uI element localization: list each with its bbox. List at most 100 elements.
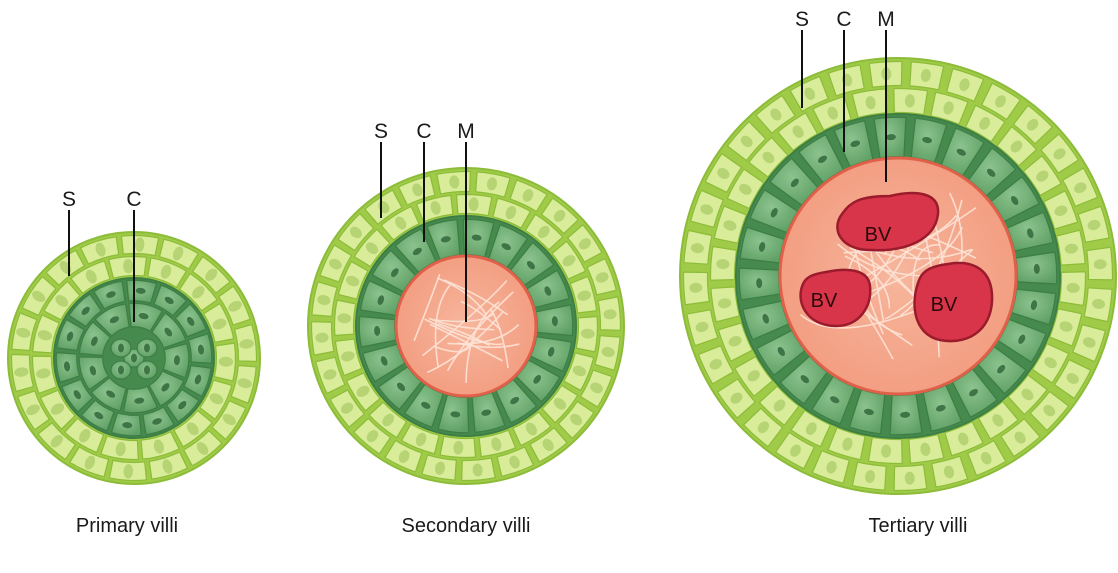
cell-nucleus [317,294,331,306]
cell-nucleus [690,243,704,254]
blood-vessel [836,191,940,252]
cell-nucleus [471,234,482,241]
cell-nucleus [349,226,362,239]
cell-nucleus [172,246,184,261]
cell-nucleus [1026,118,1039,131]
cell-nucleus [943,465,955,479]
cell-nucleus [1066,282,1080,293]
cell-nucleus [450,411,461,418]
cell-nucleus [920,442,931,456]
cell-nucleus [415,432,427,447]
mesoderm-fiber [447,324,519,345]
cell-nucleus [881,444,892,458]
cell-nucleus [958,432,969,446]
cell-nucleus [135,287,146,294]
cell-nucleus [162,459,173,474]
cell-nucleus [440,236,451,243]
cell-nucleus [412,247,422,256]
cell-nucleus [395,216,407,230]
cell-nucleus [922,136,933,144]
cell-nucleus [804,87,816,100]
cell-nucleus [122,422,133,429]
primary-villus [7,231,261,485]
cell-nucleus [398,450,410,463]
cell-nucleus [900,411,911,418]
cell-nucleus [337,313,352,324]
cell-nucleus [505,205,517,220]
cell-nucleus [55,295,69,307]
cell-nucleus [542,438,554,452]
cell-nucleus [577,290,591,301]
cell-nucleus [228,300,242,312]
blood-vessel [913,261,994,343]
mesoderm-fiber [422,280,508,356]
mesoderm-fiber [490,308,509,369]
cell-nucleus [570,413,583,426]
cell-nucleus [578,238,592,250]
cell-nucleus [762,151,775,164]
cell-nucleus [773,399,786,412]
cell-nucleus [152,418,162,425]
cell-nucleus [935,405,946,412]
cell-nucleus [430,201,441,215]
cell-nucleus [380,356,388,366]
cell-nucleus [192,285,205,299]
cell-nucleus [979,117,991,130]
cell-nucleus [728,336,742,347]
cell-nucleus [486,177,498,191]
cell-nucleus [196,442,209,455]
cell-nucleus [212,318,227,330]
cell-nucleus [904,94,915,108]
cell-nucleus [1092,298,1106,309]
cell-nucleus [777,347,786,357]
tertiary-label-c: C [836,8,851,31]
cell-nucleus [365,242,379,255]
cell-nucleus [345,275,360,287]
cell-nucleus [718,298,732,309]
cell-nucleus [595,272,609,283]
cell-nucleus [1014,431,1026,444]
cell-nucleus [106,291,116,298]
cell-nucleus [562,255,576,267]
mesoderm-fiber [447,291,514,371]
cell-nucleus [533,375,542,384]
mesoderm-fibers [413,274,520,384]
cell-nucleus [526,260,536,270]
cell-nucleus [695,321,709,333]
cell-nucleus [173,355,180,366]
cell-nucleus [14,367,29,377]
cell-nucleus [95,242,106,257]
cell-nucleus [382,413,395,427]
cell-nucleus [187,316,195,326]
mesoderm-fiber [465,301,500,384]
cell-nucleus [209,393,224,405]
cell-nucleus [830,396,840,404]
caption-primary-villi: Primary villi [76,515,178,537]
cell-nucleus [79,429,91,443]
cell-nucleus [16,327,31,338]
cell-nucleus [218,356,234,367]
primary-label-s: S [62,188,76,211]
cell-nucleus [992,414,1004,427]
cell-nucleus [491,437,502,451]
cell-nucleus [547,346,555,357]
cell-nucleus [186,422,199,436]
cell-nucleus [501,243,511,251]
cell-nucleus [50,403,65,415]
cell-nucleus [770,208,778,218]
cell-nucleus [865,96,876,110]
cell-nucleus [995,95,1006,108]
cell-nucleus [144,365,150,375]
cell-nucleus [792,125,804,138]
cell-nucleus [412,183,423,197]
cell-nucleus [522,189,534,202]
cell-nucleus [164,296,174,305]
cell-nucleus [700,204,714,215]
cell-nucleus [1018,334,1026,344]
cell-nucleus [481,409,492,416]
cell-nucleus [723,220,737,231]
cell-nucleus [553,209,566,222]
cell-nucleus [969,388,979,397]
cell-nucleus [341,351,355,362]
